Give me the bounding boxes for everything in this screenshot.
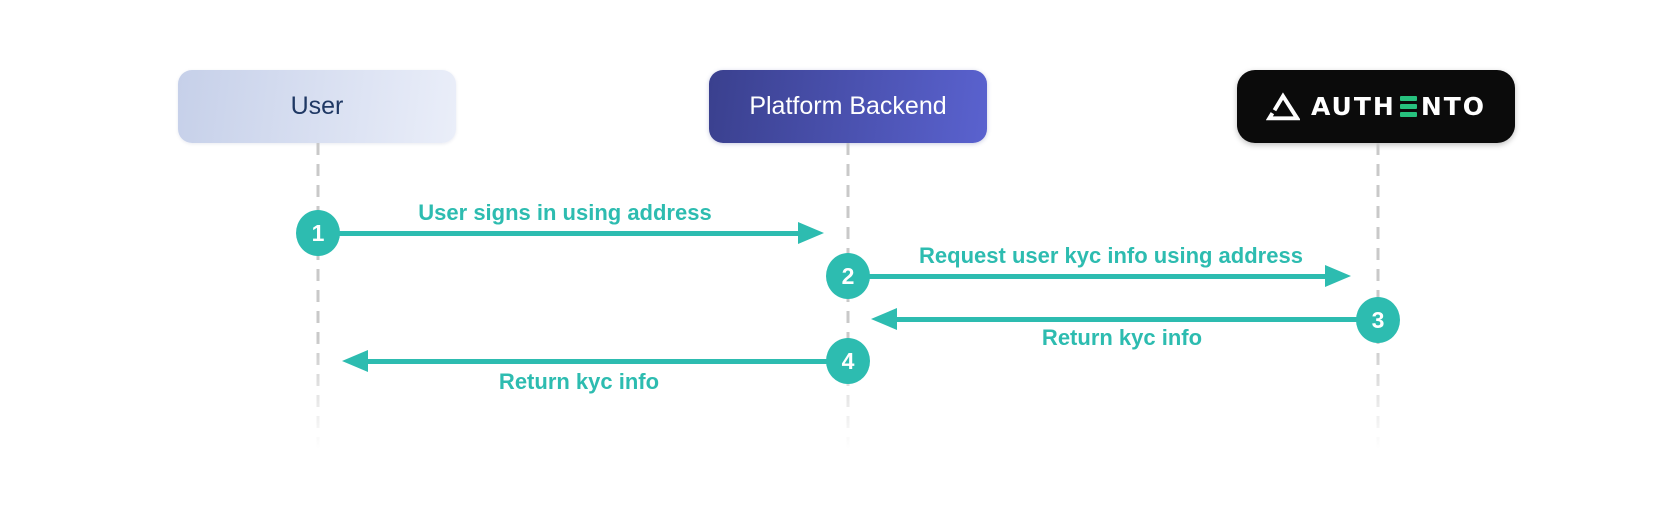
authento-wordmark-after-e: NTO — [1420, 92, 1487, 121]
message-4-arrowhead — [342, 350, 368, 372]
actor-user: User — [178, 70, 456, 143]
actor-authento: AUTH NTO — [1237, 70, 1515, 143]
lifeline-platform-backend — [846, 143, 850, 458]
message-1-arrowhead — [798, 222, 824, 244]
step-2-badge: 2 — [826, 253, 870, 299]
message-3-label: Return kyc info — [1041, 325, 1203, 350]
actor-platform-backend-label: Platform Backend — [749, 92, 947, 120]
authento-e-bars-icon — [1399, 96, 1417, 117]
authento-wordmark-before-e: AUTH — [1310, 92, 1396, 121]
authento-logo: AUTH NTO — [1265, 91, 1486, 122]
step-1-number: 1 — [311, 219, 325, 246]
step-3-number: 3 — [1371, 306, 1385, 333]
actor-user-label: User — [290, 92, 344, 120]
authento-wordmark: AUTH NTO — [1311, 94, 1486, 119]
message-3-arrow — [895, 316, 1364, 322]
step-4-number: 4 — [841, 347, 855, 374]
authento-triangle-icon — [1265, 92, 1300, 121]
message-4-label: Return kyc info — [498, 369, 660, 394]
step-4-badge: 4 — [826, 338, 870, 384]
message-4-arrow — [366, 358, 834, 364]
actor-platform-backend: Platform Backend — [709, 70, 987, 143]
message-1-label: User signs in using address — [418, 200, 712, 225]
step-3-badge: 3 — [1356, 297, 1400, 343]
step-2-number: 2 — [841, 262, 855, 289]
lifeline-user — [316, 143, 320, 458]
message-2-arrow — [862, 273, 1327, 279]
step-1-badge: 1 — [296, 210, 340, 256]
message-2-arrowhead — [1325, 265, 1351, 287]
message-2-label: Request user kyc info using address — [919, 243, 1303, 268]
message-3-arrowhead — [871, 308, 897, 330]
message-1-arrow — [332, 230, 800, 236]
